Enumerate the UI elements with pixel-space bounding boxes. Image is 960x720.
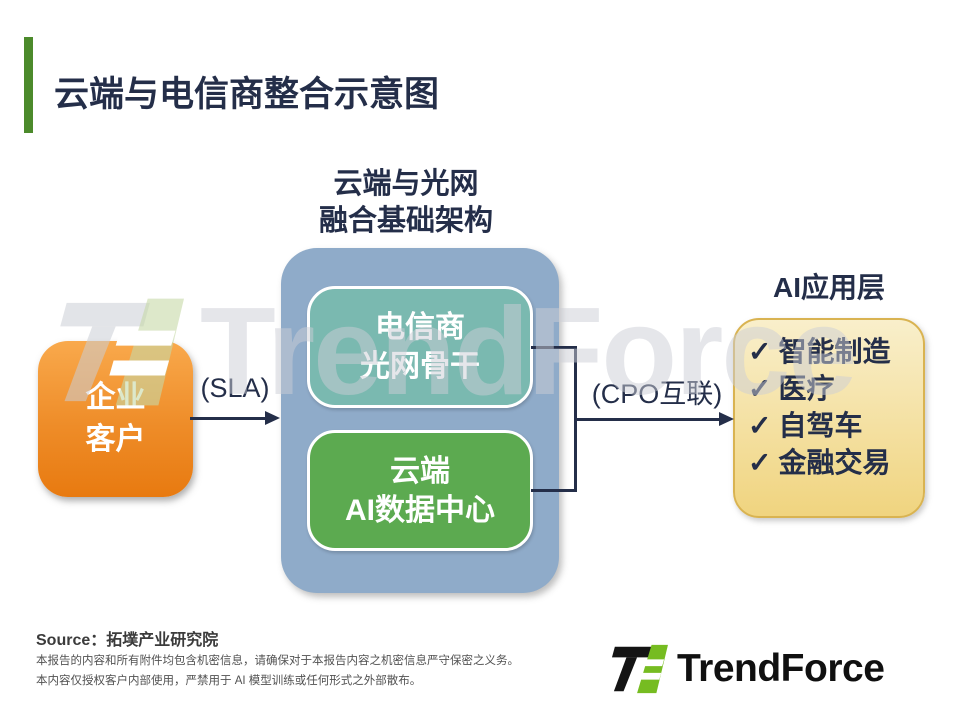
check-icon: ✓ xyxy=(748,373,772,404)
trendforce-logo: TrendForce xyxy=(610,641,885,697)
check-icon: ✓ xyxy=(748,336,772,367)
disclaimer: 本报告的内容和所有附件均包含机密信息，请确保对于本报告内容之机密信息严守保密之义… xyxy=(36,651,519,691)
page-title: 云端与电信商整合示意图 xyxy=(54,75,440,114)
source-line: Source：拓墣产业研究院 xyxy=(36,632,219,649)
ai-app-label: 金融交易 xyxy=(778,447,891,478)
logo-text: TrendForce xyxy=(677,647,885,690)
check-icon: ✓ xyxy=(748,447,772,478)
ai-app-label: 自驾车 xyxy=(778,410,863,441)
cloud-ai-datacenter-box: 云端 AI数据中心 xyxy=(307,430,533,551)
telecom-optical-line1: 电信商 xyxy=(375,311,465,344)
cpo-arrow-line xyxy=(574,418,720,421)
cloud-ai-line1: 云端 xyxy=(390,454,450,488)
trendforce-logo-icon xyxy=(611,644,668,694)
ai-applications-box: ✓智能制造 ✓医疗 ✓自驾车 ✓金融交易 xyxy=(733,318,925,518)
ai-app-item: ✓金融交易 xyxy=(748,444,915,481)
enterprise-client-box: 企业 客户 xyxy=(38,341,193,497)
enterprise-client-line1: 企业 xyxy=(85,381,146,414)
ai-app-item: ✓自驾车 xyxy=(748,407,915,444)
bracket-stub-top xyxy=(531,346,577,349)
ai-app-label: 医疗 xyxy=(778,373,835,404)
disclaimer-line2: 本内容仅授权客户内部使用，严禁用于 AI 模型训练或任何形式之外部散布。 xyxy=(36,675,422,687)
ai-app-item: ✓智能制造 xyxy=(748,333,915,370)
sla-arrowhead-icon xyxy=(265,411,280,425)
infra-heading-line2: 融合基础架构 xyxy=(318,205,493,237)
sla-arrow-line xyxy=(190,417,266,420)
cloud-ai-line2: AI数据中心 xyxy=(345,493,495,527)
enterprise-client-line2: 客户 xyxy=(85,423,146,456)
ai-app-item: ✓医疗 xyxy=(748,370,915,407)
infra-heading: 云端与光网 融合基础架构 xyxy=(256,166,556,240)
check-icon: ✓ xyxy=(748,410,772,441)
cpo-arrowhead-icon xyxy=(719,412,734,426)
infra-heading-line1: 云端与光网 xyxy=(333,168,479,200)
bracket-stub-bottom xyxy=(531,489,577,492)
title-accent-bar xyxy=(24,37,33,133)
sla-label: (SLA) xyxy=(200,373,270,403)
telecom-optical-line2: 光网骨干 xyxy=(360,350,480,383)
telecom-optical-box: 电信商 光网骨干 xyxy=(307,286,533,408)
ai-app-label: 智能制造 xyxy=(778,336,891,367)
ai-layer-heading: AI应用层 xyxy=(772,272,885,303)
cpo-label: (CPO互联) xyxy=(591,379,723,409)
disclaimer-line1: 本报告的内容和所有附件均包含机密信息，请确保对于本报告内容之机密信息严守保密之义… xyxy=(36,655,519,667)
